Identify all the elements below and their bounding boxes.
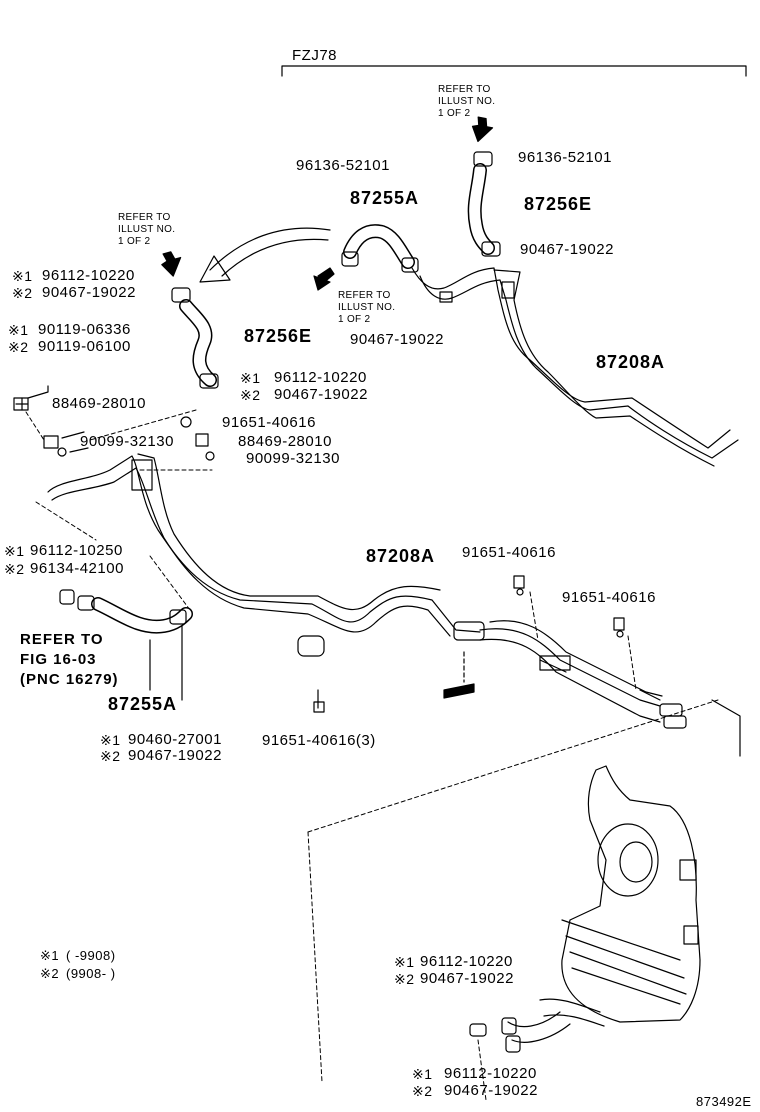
- refer-fig-line1: REFER TO: [20, 631, 104, 648]
- part-96112-left[interactable]: 96112-10250: [30, 542, 123, 559]
- model-code: FZJ78: [292, 47, 338, 64]
- part-87208A-top[interactable]: 87208A: [596, 352, 666, 372]
- part-91651-c[interactable]: 91651-40616: [562, 589, 656, 606]
- part-88469-b[interactable]: 88469-28010: [238, 433, 332, 450]
- legend-range2: (9908- ): [66, 966, 116, 981]
- refer-fig-line3: (PNC 16279): [20, 671, 119, 688]
- part-96136-right[interactable]: 96136-52101: [518, 149, 612, 166]
- refer-illust-mid-line1: REFER TO: [338, 290, 391, 301]
- refer-fig-line2: FIG 16-03: [20, 651, 97, 668]
- part-91651-b[interactable]: 91651-40616: [462, 544, 556, 561]
- bolts-left: [13, 385, 215, 461]
- refer-illust-top-line1: REFER TO: [438, 84, 491, 95]
- mark2-label: ※2: [394, 971, 415, 987]
- refer-arrow-head: [199, 255, 231, 283]
- mark1-label: ※1: [412, 1066, 433, 1082]
- mark1-label: ※1: [394, 954, 415, 970]
- part-90467-top[interactable]: 90467-19022: [42, 284, 136, 301]
- refer-illust-mid-line3: 1 OF 2: [338, 314, 371, 325]
- part-90467-bottomleft[interactable]: 90467-19022: [128, 747, 222, 764]
- mark2-label: ※2: [12, 285, 33, 301]
- part-90467-heater[interactable]: 90467-19022: [420, 970, 514, 987]
- part-90467-mid[interactable]: 90467-19022: [350, 331, 444, 348]
- part-91651-d[interactable]: 91651-40616(3): [262, 732, 376, 749]
- refer-illust-left-line1: REFER TO: [118, 212, 171, 223]
- hose-87255A-top: [341, 224, 419, 273]
- hose-87255A-bottom: [59, 589, 193, 701]
- part-90119-a[interactable]: 90119-06336: [38, 321, 131, 338]
- legend-range1: ( -9908): [66, 948, 116, 963]
- part-90099-b[interactable]: 90099-32130: [246, 450, 340, 467]
- pipe-87208A-upper: [411, 267, 739, 467]
- part-91651-a[interactable]: 91651-40616: [222, 414, 316, 431]
- mark1-label: ※1: [240, 370, 261, 386]
- part-87208A-mid[interactable]: 87208A: [366, 546, 436, 566]
- refer-arrow-curve-inner: [221, 238, 329, 277]
- clip-bracket: [297, 635, 325, 713]
- diagram-id: 873492E: [696, 1094, 752, 1109]
- floor-plate: [443, 683, 475, 699]
- legend-mark1: ※1: [40, 948, 60, 963]
- refer-illust-mid-line2: ILLUST NO.: [338, 302, 396, 313]
- part-90467-bottom[interactable]: 90467-19022: [444, 1082, 538, 1099]
- model-bracket: [281, 65, 747, 77]
- part-90467-midleft[interactable]: 90467-19022: [274, 386, 368, 403]
- refer-illust-top-line3: 1 OF 2: [438, 108, 471, 119]
- part-90467-topright[interactable]: 90467-19022: [520, 241, 614, 258]
- mark1-label: ※1: [8, 322, 29, 338]
- part-90099-a[interactable]: 90099-32130: [80, 433, 174, 450]
- hose-87256E-top: [467, 151, 501, 257]
- part-87256E-left[interactable]: 87256E: [244, 326, 313, 346]
- part-96112-top[interactable]: 96112-10220: [42, 267, 135, 284]
- part-90119-b[interactable]: 90119-06100: [38, 338, 131, 355]
- mark1-label: ※1: [100, 732, 121, 748]
- refer-illust-left-line2: ILLUST NO.: [118, 224, 176, 235]
- hose-87256E-left: [171, 287, 219, 389]
- part-87255A-top[interactable]: 87255A: [350, 188, 420, 208]
- mark2-label: ※2: [8, 339, 29, 355]
- part-87255A-bottom[interactable]: 87255A: [108, 694, 178, 714]
- part-96112-bottom[interactable]: 96112-10220: [444, 1065, 537, 1082]
- part-96134-left[interactable]: 96134-42100: [30, 560, 124, 577]
- part-87256E-top[interactable]: 87256E: [524, 194, 593, 214]
- mark2-label: ※2: [412, 1083, 433, 1099]
- mark2-label: ※2: [100, 748, 121, 764]
- mark1-label: ※1: [12, 268, 33, 284]
- part-96136-left[interactable]: 96136-52101: [296, 157, 390, 174]
- part-96112-heater[interactable]: 96112-10220: [420, 953, 513, 970]
- part-90460[interactable]: 90460-27001: [128, 731, 222, 748]
- heater-unit: [469, 765, 701, 1053]
- mark1-label: ※1: [4, 543, 25, 559]
- part-88469-a[interactable]: 88469-28010: [52, 395, 146, 412]
- pipe-87208A-lower: [47, 453, 687, 729]
- refer-illust-top-line2: ILLUST NO.: [438, 96, 496, 107]
- refer-arrow-curve: [209, 227, 331, 271]
- part-96112-mid[interactable]: 96112-10220: [274, 369, 367, 386]
- refer-illust-left-line3: 1 OF 2: [118, 236, 151, 247]
- legend-mark2: ※2: [40, 966, 60, 981]
- mark2-label: ※2: [4, 561, 25, 577]
- mark2-label: ※2: [240, 387, 261, 403]
